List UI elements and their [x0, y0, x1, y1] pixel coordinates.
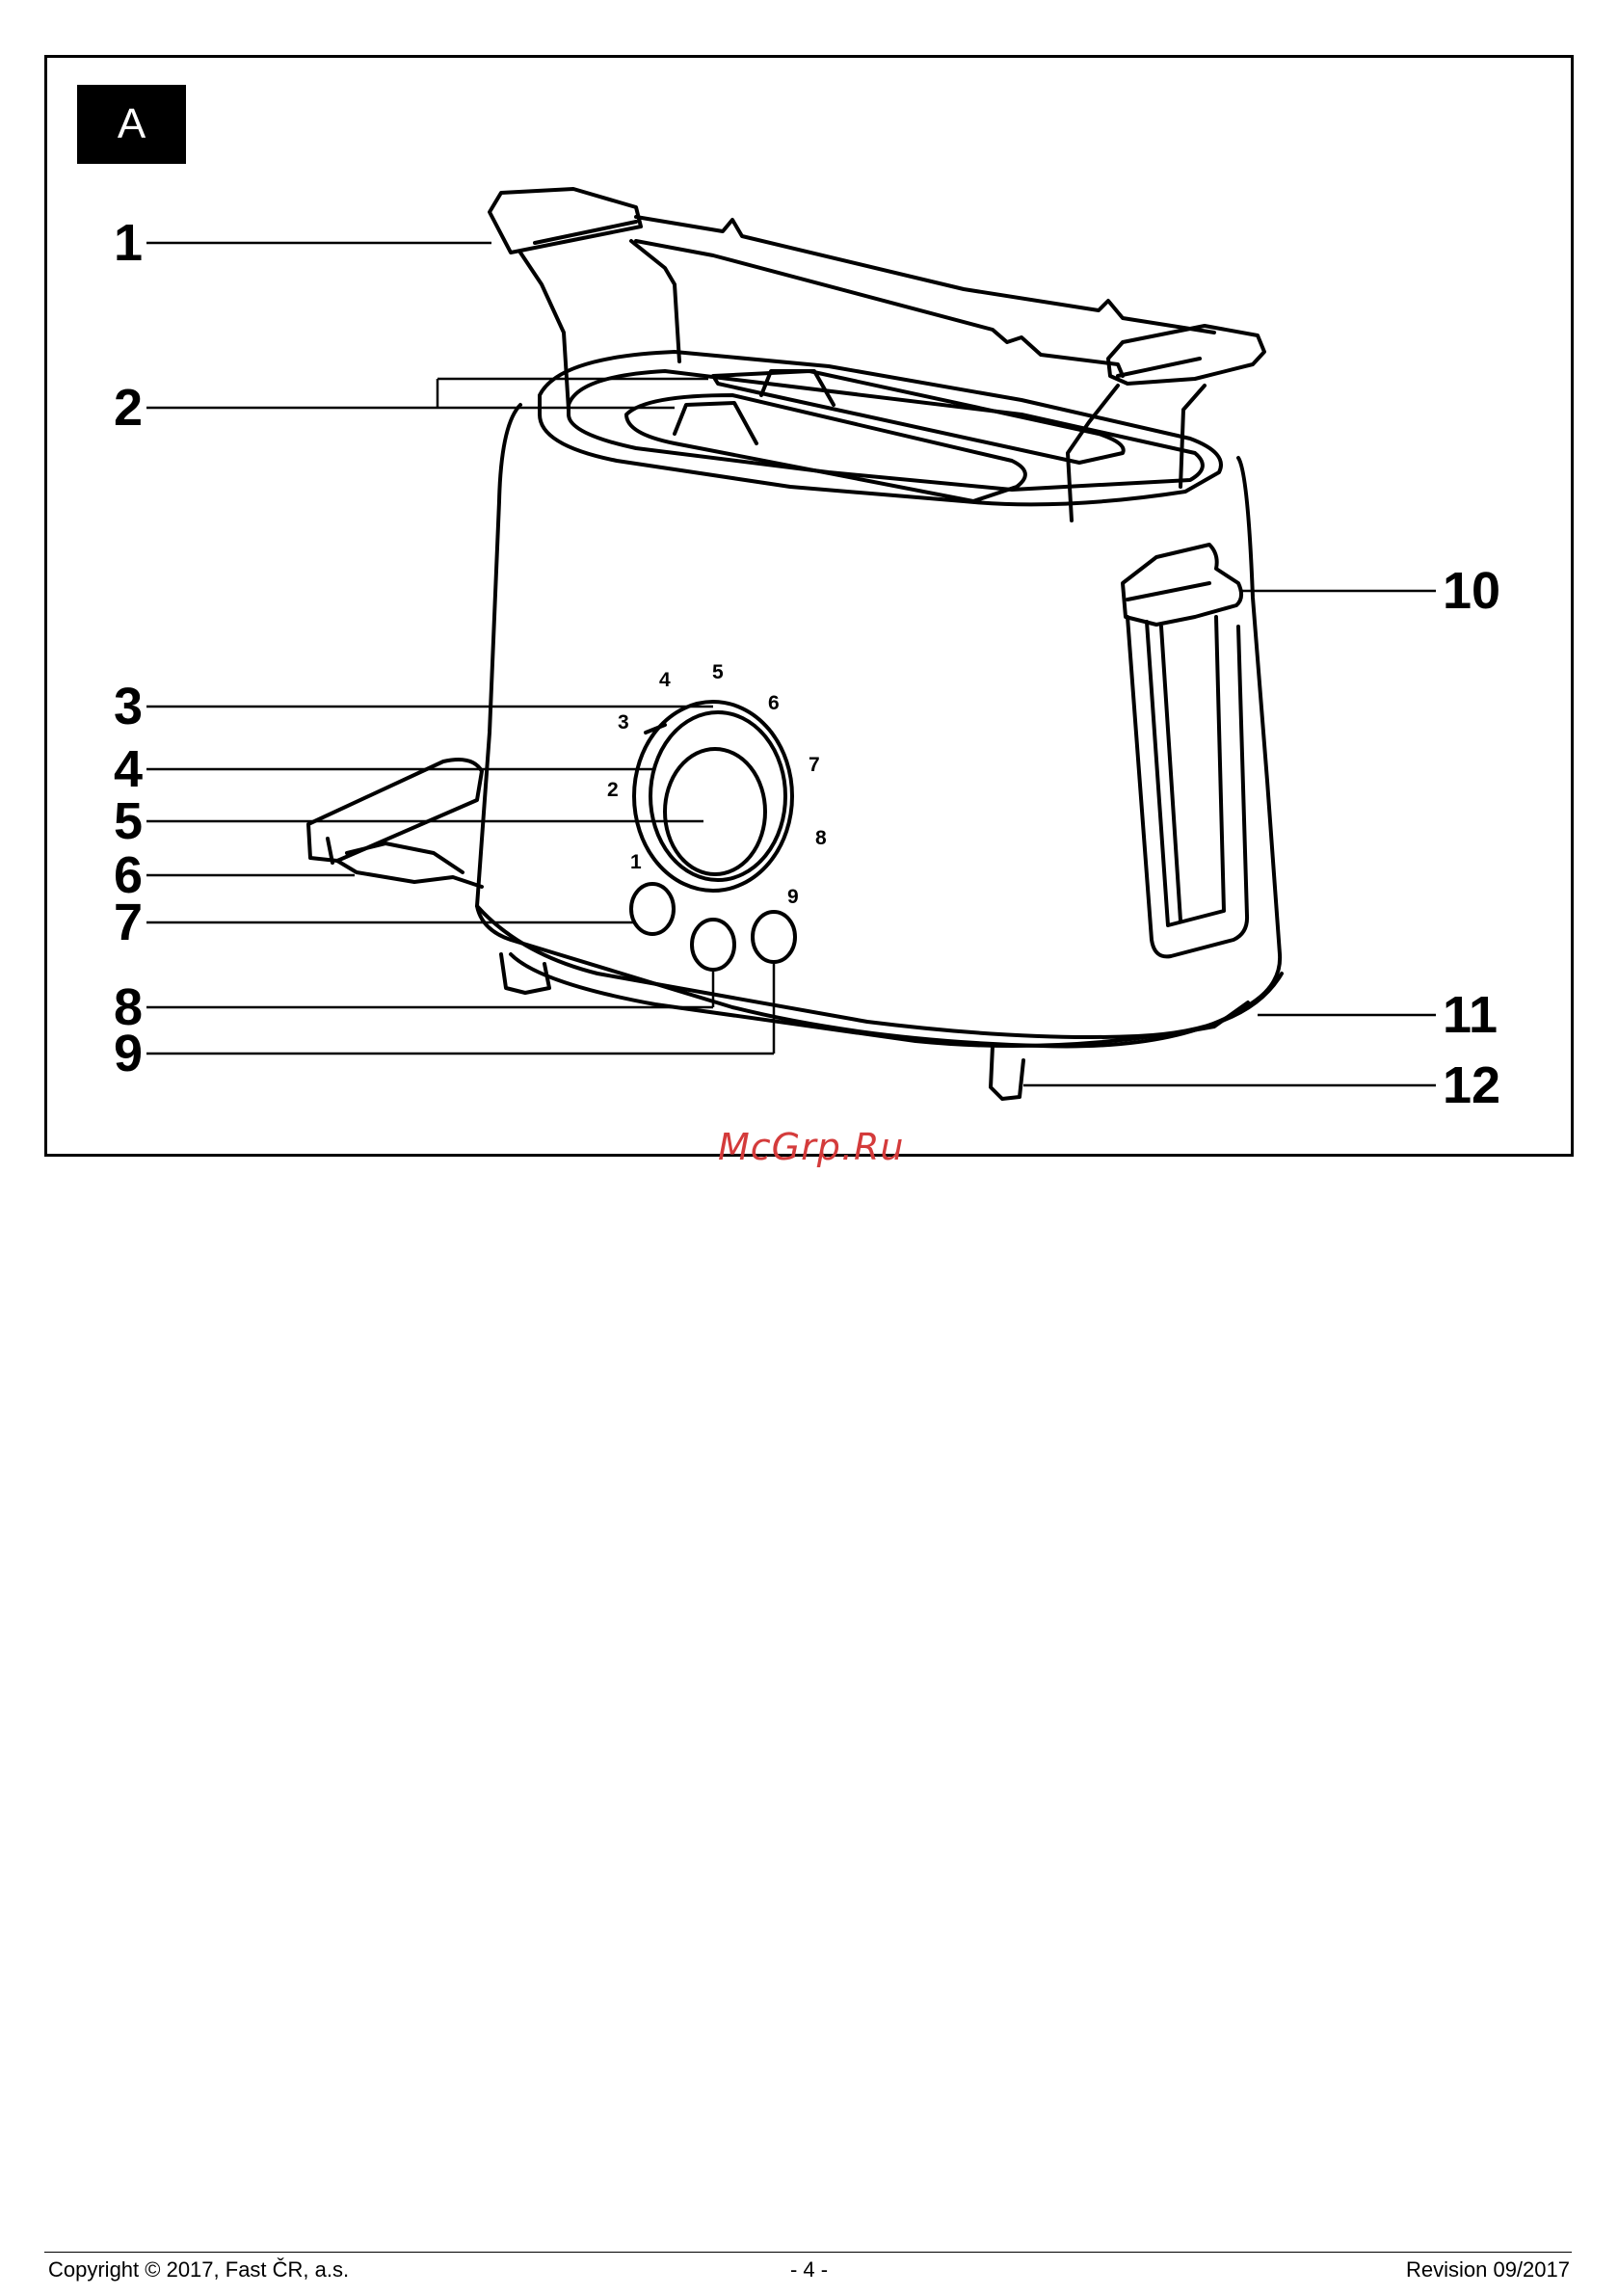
callout-7: 7 — [114, 894, 143, 951]
bun-warmer-rack — [490, 189, 1264, 521]
browning-dial — [634, 702, 792, 891]
footer-rule — [44, 2252, 1572, 2253]
dial-number-8: 8 — [815, 827, 827, 849]
dial-number-5: 5 — [712, 661, 724, 683]
stop-button — [753, 912, 795, 962]
callout-2: 2 — [114, 379, 143, 437]
footer-page-number: - 4 - — [0, 2257, 1618, 2283]
cord-tray — [308, 760, 482, 887]
dial-number-4: 4 — [659, 669, 671, 691]
watermark: McGrp.Ru — [718, 1126, 904, 1168]
lever-slot — [1123, 545, 1247, 956]
dial-number-1: 1 — [630, 851, 642, 873]
dial-number-9: 9 — [787, 886, 799, 908]
toaster-body — [477, 405, 1282, 1099]
dial-number-3: 3 — [618, 711, 629, 734]
callout-12: 12 — [1443, 1056, 1500, 1114]
callout-11: 11 — [1443, 986, 1498, 1044]
callout-10: 10 — [1443, 562, 1500, 620]
callout-5: 5 — [114, 792, 143, 850]
callout-4: 4 — [114, 740, 143, 798]
dial-number-2: 2 — [607, 779, 619, 801]
dial-number-7: 7 — [809, 754, 820, 776]
dial-number-6: 6 — [768, 692, 780, 714]
reheat-button — [692, 920, 734, 970]
callout-3: 3 — [114, 678, 143, 735]
callout-9: 9 — [114, 1025, 143, 1082]
defrost-button — [631, 884, 674, 934]
footer-revision: Revision 09/2017 — [1406, 2257, 1570, 2283]
callout-1: 1 — [114, 214, 143, 272]
